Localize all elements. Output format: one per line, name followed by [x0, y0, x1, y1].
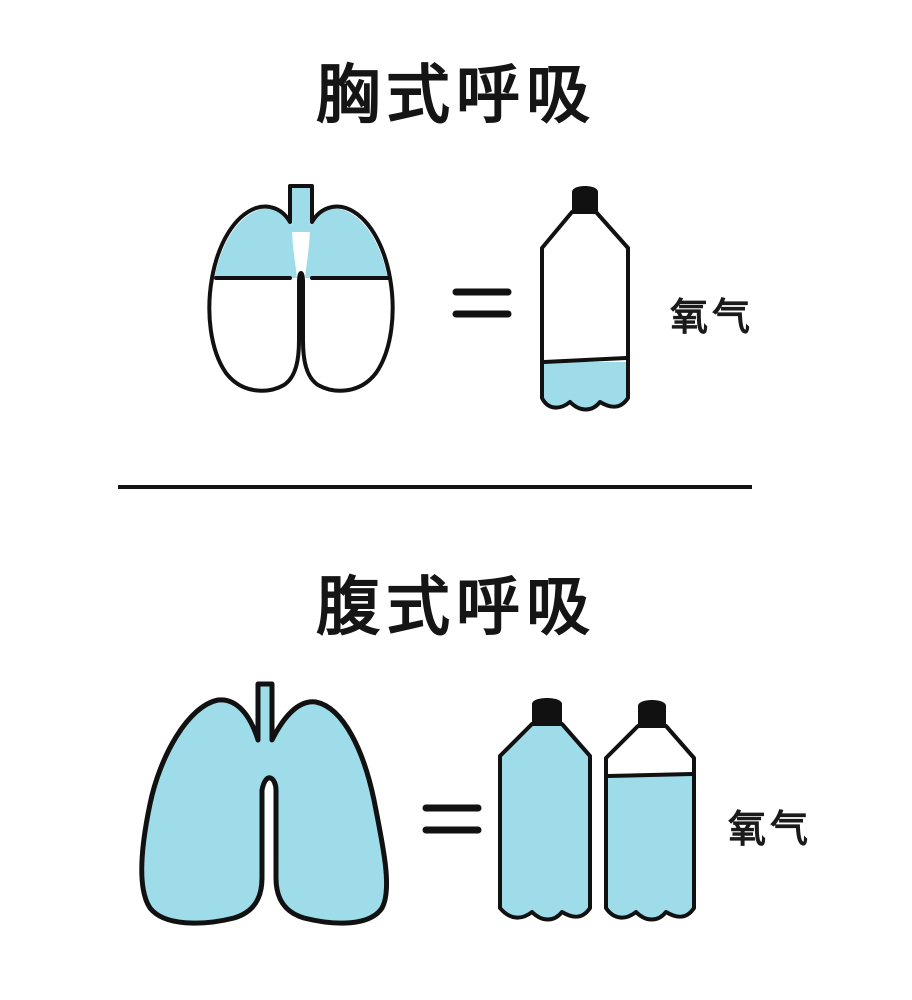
chest-lung-right-outline — [301, 184, 395, 393]
chest-bottle-outline — [540, 210, 630, 412]
abdominal-bottle-2-outline — [604, 724, 696, 922]
chest-oxygen-bottle — [540, 186, 630, 412]
abdominal-lungs-shape — [139, 681, 390, 926]
abdominal-equals-sign — [422, 804, 482, 834]
abdominal-bottle-2-cap — [638, 700, 666, 726]
abdominal-lungs — [139, 681, 390, 926]
chest-equals-sign — [452, 288, 512, 318]
chest-lungs — [207, 184, 395, 393]
abdominal-bottle-1-cap — [532, 698, 562, 724]
abdominal-bottle-2-fill-line — [606, 772, 694, 778]
abdominal-bottle-2-fill — [606, 774, 694, 920]
abdominal-oxygen-label: 氧气 — [728, 807, 813, 851]
chest-breathing-title: 胸式呼吸 — [316, 59, 596, 133]
chest-trachea-fill — [292, 186, 310, 232]
chest-bottle-cap — [572, 186, 598, 212]
abdominal-oxygen-bottle-1 — [498, 698, 592, 922]
section-divider — [118, 485, 752, 489]
chest-oxygen-label: 氧气 — [670, 295, 755, 339]
abdominal-breathing-title: 腹式呼吸 — [316, 571, 596, 645]
chest-bottle-fill-line — [542, 356, 628, 364]
abdominal-oxygen-bottle-2 — [604, 700, 696, 922]
chest-lung-left-fill — [214, 208, 297, 278]
chest-lung-left-outline — [207, 184, 301, 393]
chest-lung-right-fill — [305, 208, 388, 278]
chest-bottle-fill — [542, 362, 628, 410]
abdominal-bottle-1-body — [498, 722, 592, 922]
